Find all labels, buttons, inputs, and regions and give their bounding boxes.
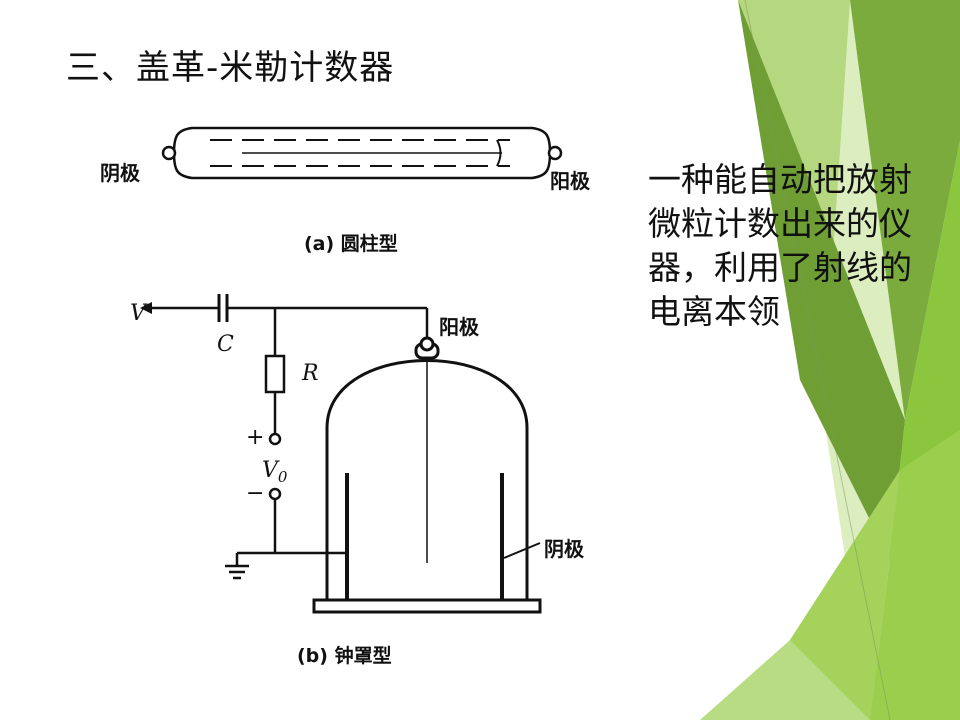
plus-terminal bbox=[268, 432, 282, 446]
deco-dark-stripe bbox=[738, 0, 905, 560]
voltage-arrow bbox=[140, 302, 152, 314]
description-line-3: 器，利用了射线的 bbox=[648, 248, 912, 287]
v0-label: V0 bbox=[262, 458, 288, 486]
caption-a: (a) 圆柱型 bbox=[304, 232, 398, 255]
circuit bbox=[152, 294, 429, 580]
description-text: 一种能自动把放射 微粒计数出来的仪 器，利用了射线的 电离本领 bbox=[648, 158, 948, 334]
bell-jar-base bbox=[312, 598, 542, 614]
tube-cathode-terminal bbox=[161, 145, 177, 161]
anode-knob bbox=[419, 336, 435, 352]
deco-bottom-wedge bbox=[790, 430, 960, 720]
tube-cathode-end bbox=[496, 139, 502, 167]
cathode-pointer bbox=[503, 542, 541, 559]
bell-anode-label: 阳极 bbox=[439, 315, 480, 339]
tube-cathode-label: 阴极 bbox=[100, 161, 141, 185]
slide-title: 三、盖革-米勒计数器 bbox=[66, 48, 395, 88]
bell-cathode-label: 阴极 bbox=[544, 537, 585, 561]
cylindrical-tube bbox=[161, 126, 563, 180]
deco-top-band bbox=[850, 0, 960, 420]
deco-line bbox=[744, 0, 891, 720]
tube-anode-terminal bbox=[547, 145, 563, 161]
v0-subscript: 0 bbox=[278, 468, 288, 486]
minus-label: − bbox=[246, 481, 264, 506]
counter-diagram: 阴极 阳极 (a) 圆柱型 bbox=[92, 108, 632, 668]
plus-label: + bbox=[246, 425, 264, 450]
caption-b: (b) 钟罩型 bbox=[297, 644, 392, 667]
resistor-label: R bbox=[301, 361, 319, 386]
tube-anode-label: 阳极 bbox=[550, 169, 591, 193]
tube-glass bbox=[172, 126, 552, 180]
capacitor-label: C bbox=[217, 332, 234, 357]
description-line-4: 电离本领 bbox=[648, 292, 780, 331]
description-line-2: 微粒计数出来的仪 bbox=[648, 204, 912, 243]
description-line-1: 一种能自动把放射 bbox=[648, 160, 912, 199]
bell-jar bbox=[312, 336, 542, 614]
figure-background bbox=[92, 108, 632, 668]
v0-main: V bbox=[262, 458, 280, 483]
voltage-label: V bbox=[130, 301, 148, 326]
